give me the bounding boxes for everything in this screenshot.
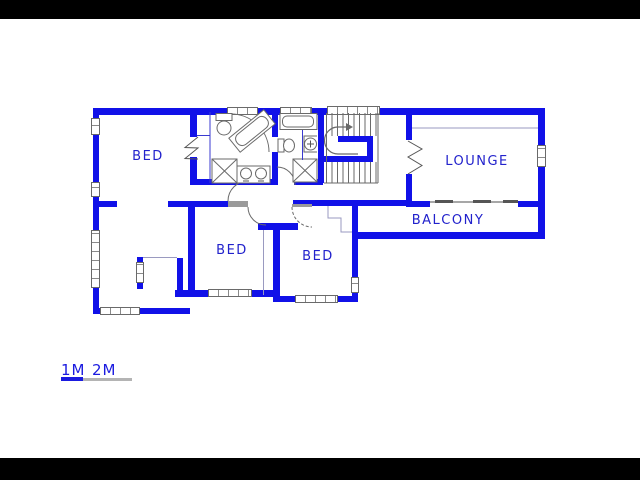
wall	[352, 293, 358, 302]
wall	[294, 179, 323, 185]
wall	[190, 115, 197, 137]
wall	[352, 200, 358, 277]
wall	[183, 290, 208, 297]
window	[136, 262, 144, 283]
wall	[252, 290, 273, 297]
room-label-balcony: BALCONY	[411, 213, 485, 228]
wall	[98, 201, 117, 207]
window	[100, 307, 140, 315]
room-label-bed-left: BED	[216, 243, 248, 258]
wall	[93, 108, 227, 115]
window	[295, 295, 338, 303]
wall	[406, 110, 412, 140]
window	[208, 289, 252, 297]
wall	[318, 108, 324, 183]
scale-bar-gray	[83, 377, 132, 381]
bathtub-icon	[279, 113, 318, 130]
wall	[140, 308, 190, 314]
room-label-lounge: LOUNGE	[445, 154, 509, 169]
wall	[273, 296, 295, 302]
wall	[93, 197, 99, 230]
bifold-doors	[183, 136, 424, 175]
wall	[93, 308, 100, 314]
wall	[258, 108, 280, 115]
letterbox-bottom	[0, 458, 640, 480]
sliding-door	[430, 200, 518, 203]
wall	[93, 288, 99, 314]
wall	[352, 232, 545, 239]
window	[91, 230, 100, 288]
window	[91, 182, 100, 197]
window	[327, 106, 380, 115]
wall	[93, 135, 99, 182]
letterbox-top	[0, 0, 640, 19]
wall	[406, 201, 430, 207]
door-arcs	[227, 113, 313, 228]
wall	[137, 257, 143, 262]
window	[91, 118, 100, 135]
wall	[273, 230, 280, 302]
wall	[518, 201, 545, 207]
wall	[406, 174, 412, 202]
bathtub-icon	[228, 109, 276, 153]
wall	[380, 108, 545, 115]
room-label-bed-right: BED	[302, 249, 334, 264]
wall	[190, 179, 278, 185]
scale-bar-blue	[61, 377, 83, 381]
door-leaf	[292, 204, 312, 207]
stair-wall	[320, 156, 373, 162]
window	[537, 145, 546, 167]
wall	[93, 108, 99, 118]
wall	[258, 223, 298, 230]
wall	[538, 108, 545, 145]
wall	[338, 296, 358, 302]
window	[227, 107, 258, 115]
room-label-bed-master: BED	[132, 149, 164, 164]
wall	[168, 201, 228, 207]
toilet-icon	[277, 138, 285, 153]
wall	[272, 115, 278, 137]
scale-label-2m: 2M	[92, 361, 117, 379]
bathroom-left-fixtures	[211, 109, 276, 184]
wall	[137, 283, 143, 289]
basin-icon	[303, 135, 317, 153]
partitions	[197, 112, 303, 183]
wall	[190, 157, 197, 184]
wall	[175, 290, 195, 297]
window	[351, 277, 359, 293]
bathroom-right-fixtures	[277, 113, 318, 183]
wall	[177, 258, 183, 293]
wall	[293, 200, 406, 206]
wall	[188, 201, 195, 297]
window	[280, 107, 312, 115]
door-leaf	[228, 201, 248, 207]
scale-label-1m: 1M	[61, 361, 86, 379]
